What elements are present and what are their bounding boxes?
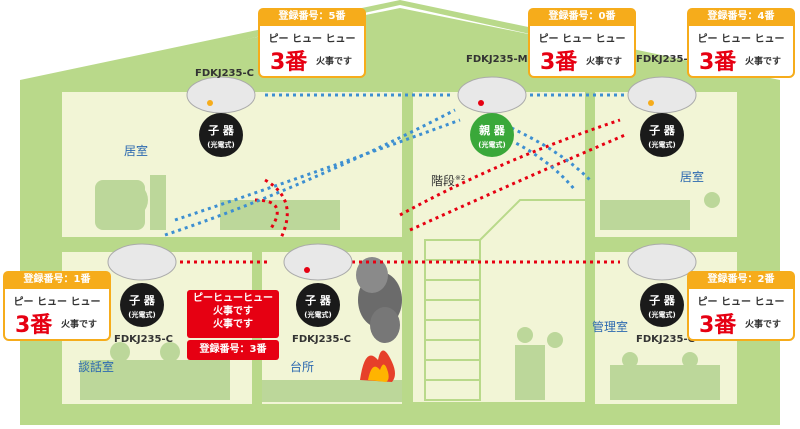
detector-1 bbox=[186, 76, 256, 157]
detector-model: FDKJ235-C bbox=[636, 334, 695, 345]
detector-5 bbox=[283, 243, 353, 327]
room-label: 管理室 bbox=[592, 320, 629, 334]
detector-sub: (光電式) bbox=[648, 310, 675, 319]
callout-message: 火事です bbox=[61, 320, 98, 330]
stairs-note: ※2 bbox=[455, 174, 466, 182]
signal-waves-blue bbox=[164, 93, 625, 237]
detector-labels: 子 器 (光電式) 親 器 (光電式) 子 器 (光電式) 子 器 (光電式) … bbox=[128, 123, 676, 319]
callout-header: 登録番号：4番 bbox=[687, 8, 795, 26]
room-label: 階段※2 bbox=[431, 172, 465, 189]
callout-sound: ピー ヒュー ヒュー bbox=[268, 34, 356, 45]
callout-message: 火事です bbox=[586, 57, 623, 67]
detector-2 bbox=[457, 76, 527, 157]
callout-header: 登録番号：5番 bbox=[258, 8, 366, 26]
detector-model: FDKJ235-C bbox=[114, 334, 173, 345]
detector-sub: (光電式) bbox=[478, 140, 505, 149]
room-label: 台所 bbox=[290, 360, 315, 374]
callout-number: 3番 bbox=[15, 313, 53, 338]
room-label: 談話室 bbox=[78, 360, 115, 374]
callout-number: 3番 bbox=[699, 50, 737, 75]
detector-role: 親 器 bbox=[479, 123, 506, 137]
detector-4 bbox=[107, 243, 177, 327]
callout-header: 登録番号：0番 bbox=[528, 8, 636, 26]
callout-sound: ピー ヒュー ヒュー bbox=[13, 297, 101, 308]
alert-sound: ピーヒューヒュー bbox=[193, 293, 273, 304]
detector-role: 子 器 bbox=[305, 294, 332, 307]
callout-reg-1: 登録番号：1番 ピー ヒュー ヒュー 3番 火事です bbox=[3, 271, 111, 341]
detector-model: FDKJ235-M bbox=[466, 54, 528, 65]
room-label: 居室 bbox=[124, 144, 149, 158]
stairs-label: 階段 bbox=[431, 174, 456, 188]
callout-reg-2: 登録番号：2番 ピー ヒュー ヒュー 3番 火事です bbox=[687, 271, 795, 341]
detector-role: 子 器 bbox=[649, 294, 676, 307]
callout-header: 登録番号：2番 bbox=[687, 271, 795, 289]
detector-model: FDKJ235-C bbox=[636, 54, 695, 65]
detector-role: 子 器 bbox=[129, 294, 156, 307]
callout-reg-5: 登録番号：5番 ピー ヒュー ヒュー 3番 火事です bbox=[258, 8, 366, 78]
alert-reg-number: 登録番号：3番 bbox=[187, 340, 279, 360]
detector-model: FDKJ235-C bbox=[292, 334, 351, 345]
callout-sound: ピー ヒュー ヒュー bbox=[697, 34, 785, 45]
staircase bbox=[424, 199, 585, 401]
callout-number: 3番 bbox=[540, 50, 578, 75]
fire-smoke bbox=[356, 257, 402, 382]
alert-line: 火事です bbox=[213, 306, 253, 317]
callout-message: 火事です bbox=[316, 57, 353, 67]
callout-message: 火事です bbox=[745, 320, 782, 330]
silhouettes bbox=[80, 175, 720, 402]
detector-sub: (光電式) bbox=[128, 310, 155, 319]
room-label: 居室 bbox=[680, 170, 705, 184]
fire-alert-message: ピーヒューヒュー 火事です 火事です bbox=[187, 290, 279, 338]
callout-header: 登録番号：1番 bbox=[3, 271, 111, 289]
detector-sub: (光電式) bbox=[304, 310, 331, 319]
callout-number: 3番 bbox=[270, 50, 308, 75]
callout-sound: ピー ヒュー ヒュー bbox=[538, 34, 626, 45]
detector-role: 子 器 bbox=[649, 124, 676, 137]
detector-6 bbox=[627, 243, 697, 327]
callout-message: 火事です bbox=[745, 57, 782, 67]
callout-number: 3番 bbox=[699, 313, 737, 338]
alert-line: 火事です bbox=[213, 319, 253, 330]
detector-role: 子 器 bbox=[208, 124, 235, 137]
callout-reg-0: 登録番号：0番 ピー ヒュー ヒュー 3番 火事です bbox=[528, 8, 636, 78]
detector-model: FDKJ235-C bbox=[195, 68, 254, 79]
callout-reg-4: 登録番号：4番 ピー ヒュー ヒュー 3番 火事です bbox=[687, 8, 795, 78]
detector-sub: (光電式) bbox=[207, 140, 234, 149]
signal-waves-red bbox=[180, 118, 626, 264]
callout-sound: ピー ヒュー ヒュー bbox=[697, 297, 785, 308]
detector-sub: (光電式) bbox=[648, 140, 675, 149]
detector-3 bbox=[627, 76, 697, 157]
